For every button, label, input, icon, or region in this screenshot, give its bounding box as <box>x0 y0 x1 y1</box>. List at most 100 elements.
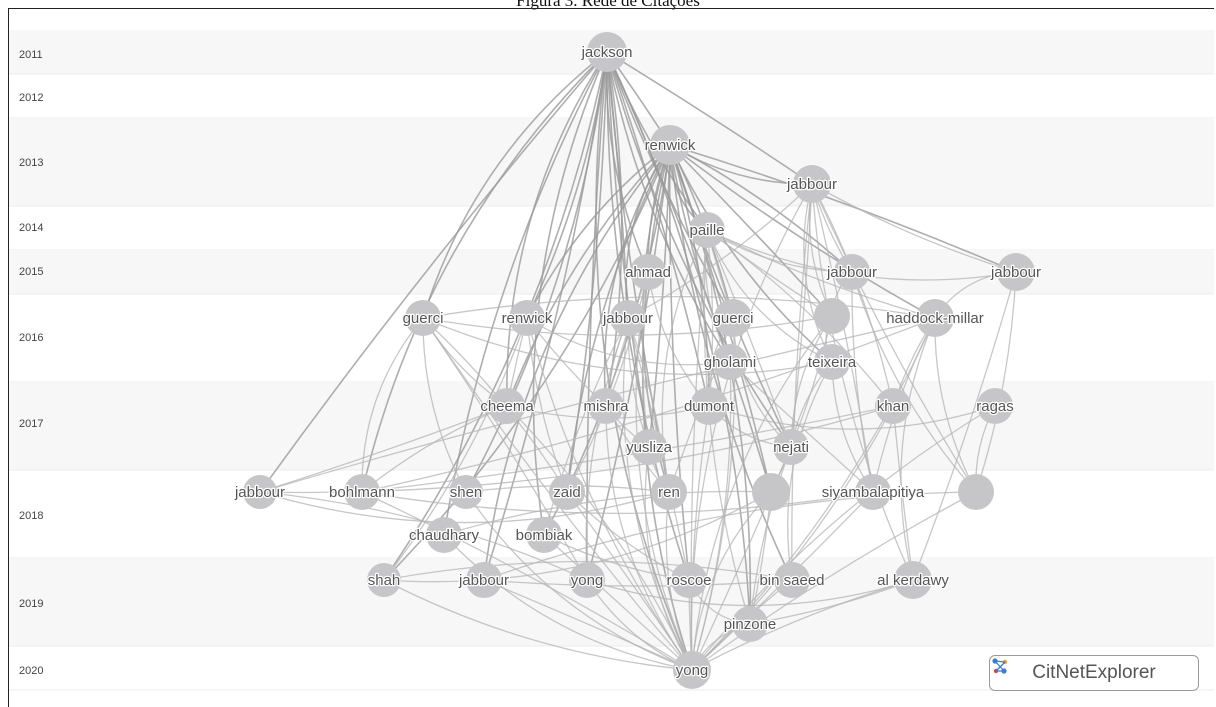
node-ragas[interactable]: ragas <box>975 388 1015 424</box>
node-jabbour13[interactable]: jabbour <box>785 165 838 203</box>
node-nejati[interactable]: nejati <box>772 429 810 465</box>
node-jabbour15b[interactable]: jabbour <box>989 253 1042 291</box>
node-circle[interactable] <box>712 344 748 380</box>
node-circle[interactable] <box>958 474 994 510</box>
node-yong20[interactable]: yong <box>673 651 711 689</box>
node-circle[interactable] <box>367 563 401 597</box>
citation-edge <box>934 317 977 493</box>
node-circle[interactable] <box>793 165 831 203</box>
node-jabbour18[interactable]: jabbour <box>233 475 286 509</box>
node-cheema[interactable]: cheema <box>479 388 536 424</box>
node-zaid[interactable]: zaid <box>549 474 585 510</box>
node-yusliza[interactable]: yusliza <box>625 429 674 465</box>
citation-edge <box>669 144 833 363</box>
year-band-2019 <box>9 558 1214 646</box>
node-unlabeled16[interactable] <box>814 298 850 334</box>
node-jabbour15a[interactable]: jabbour <box>825 254 878 290</box>
node-circle[interactable] <box>610 300 646 336</box>
node-haddock[interactable]: haddock-millar <box>885 299 985 337</box>
year-label-2020: 2020 <box>19 665 43 677</box>
node-unlabeled18b[interactable] <box>958 474 994 510</box>
citation-edge <box>791 183 813 581</box>
node-guerci16a[interactable]: guerci <box>401 300 445 336</box>
node-circle[interactable] <box>689 212 725 248</box>
node-circle[interactable] <box>690 387 728 425</box>
citation-edge <box>443 534 693 671</box>
citation-edge <box>691 405 996 671</box>
node-circle[interactable] <box>894 561 932 599</box>
node-jabbour19[interactable]: jabbour <box>457 562 510 598</box>
citation-edge <box>606 51 772 493</box>
node-mishra[interactable]: mishra <box>582 388 630 424</box>
node-circle[interactable] <box>549 474 585 510</box>
node-khan[interactable]: khan <box>875 388 911 424</box>
citation-edge <box>383 579 693 671</box>
year-label-2012: 2012 <box>19 92 43 104</box>
citation-edge <box>483 144 671 581</box>
node-circle[interactable] <box>489 388 525 424</box>
node-label: shah <box>368 572 401 589</box>
citation-edge <box>465 491 693 671</box>
node-jackson[interactable]: jackson <box>579 32 634 72</box>
node-circle[interactable] <box>916 299 954 337</box>
node-circle[interactable] <box>774 562 810 598</box>
node-circle[interactable] <box>405 300 441 336</box>
node-circle[interactable] <box>977 388 1013 424</box>
node-circle[interactable] <box>344 474 380 510</box>
node-binsaeed[interactable]: bin saeed <box>758 562 826 598</box>
node-circle[interactable] <box>587 32 627 72</box>
node-gholami[interactable]: gholami <box>702 344 758 380</box>
node-renwick13[interactable]: renwick <box>643 125 697 165</box>
node-ren[interactable]: ren <box>651 474 687 510</box>
node-circle[interactable] <box>814 344 850 380</box>
node-bombiak[interactable]: bombiak <box>514 517 574 553</box>
node-circle[interactable] <box>834 254 870 290</box>
node-dumont[interactable]: dumont <box>683 387 736 425</box>
citation-edge <box>669 144 710 407</box>
node-circle[interactable] <box>752 473 790 511</box>
node-circle[interactable] <box>588 388 624 424</box>
node-jabbour16[interactable]: jabbour <box>601 300 654 336</box>
node-circle[interactable] <box>466 562 502 598</box>
node-circle[interactable] <box>855 474 891 510</box>
node-label: teixeira <box>808 354 857 371</box>
node-pinzone[interactable]: pinzone <box>722 606 778 642</box>
node-chaudhary[interactable]: chaudhary <box>408 517 481 553</box>
node-circle[interactable] <box>671 562 707 598</box>
node-bohlmann[interactable]: bohlmann <box>328 474 396 510</box>
node-circle[interactable] <box>814 298 850 334</box>
node-circle[interactable] <box>526 517 562 553</box>
node-shah[interactable]: shah <box>366 563 402 597</box>
node-circle[interactable] <box>650 125 690 165</box>
node-paille[interactable]: paille <box>688 212 726 248</box>
node-circle[interactable] <box>569 562 605 598</box>
node-unlabeled18a[interactable] <box>752 473 790 511</box>
node-renwick16[interactable]: renwick <box>500 300 554 336</box>
node-circle[interactable] <box>631 429 667 465</box>
node-teixeira[interactable]: teixeira <box>807 344 858 380</box>
node-label: renwick <box>502 310 553 327</box>
node-siyambalapitiya[interactable]: siyambalapitiya <box>820 474 926 510</box>
node-circle[interactable] <box>875 388 911 424</box>
node-circle[interactable] <box>651 474 687 510</box>
node-circle[interactable] <box>673 651 711 689</box>
node-guerci16b[interactable]: guerci <box>711 299 755 337</box>
citation-edge <box>259 405 508 493</box>
node-circle[interactable] <box>630 254 666 290</box>
node-circle[interactable] <box>773 429 809 465</box>
citation-edge <box>422 296 936 319</box>
node-circle[interactable] <box>449 475 483 509</box>
node-circle[interactable] <box>732 606 768 642</box>
diagram-frame <box>8 8 1214 707</box>
node-circle[interactable] <box>243 475 277 509</box>
node-circle[interactable] <box>714 299 752 337</box>
node-alkerdawy[interactable]: al kerdawy <box>876 561 951 599</box>
node-circle[interactable] <box>997 253 1035 291</box>
node-ahmad[interactable]: ahmad <box>624 254 672 290</box>
node-yong19[interactable]: yong <box>569 562 605 598</box>
node-roscoe[interactable]: roscoe <box>665 562 713 598</box>
citation-edge <box>259 491 670 524</box>
node-circle[interactable] <box>426 517 462 553</box>
node-shen[interactable]: shen <box>448 475 484 509</box>
node-circle[interactable] <box>509 300 545 336</box>
